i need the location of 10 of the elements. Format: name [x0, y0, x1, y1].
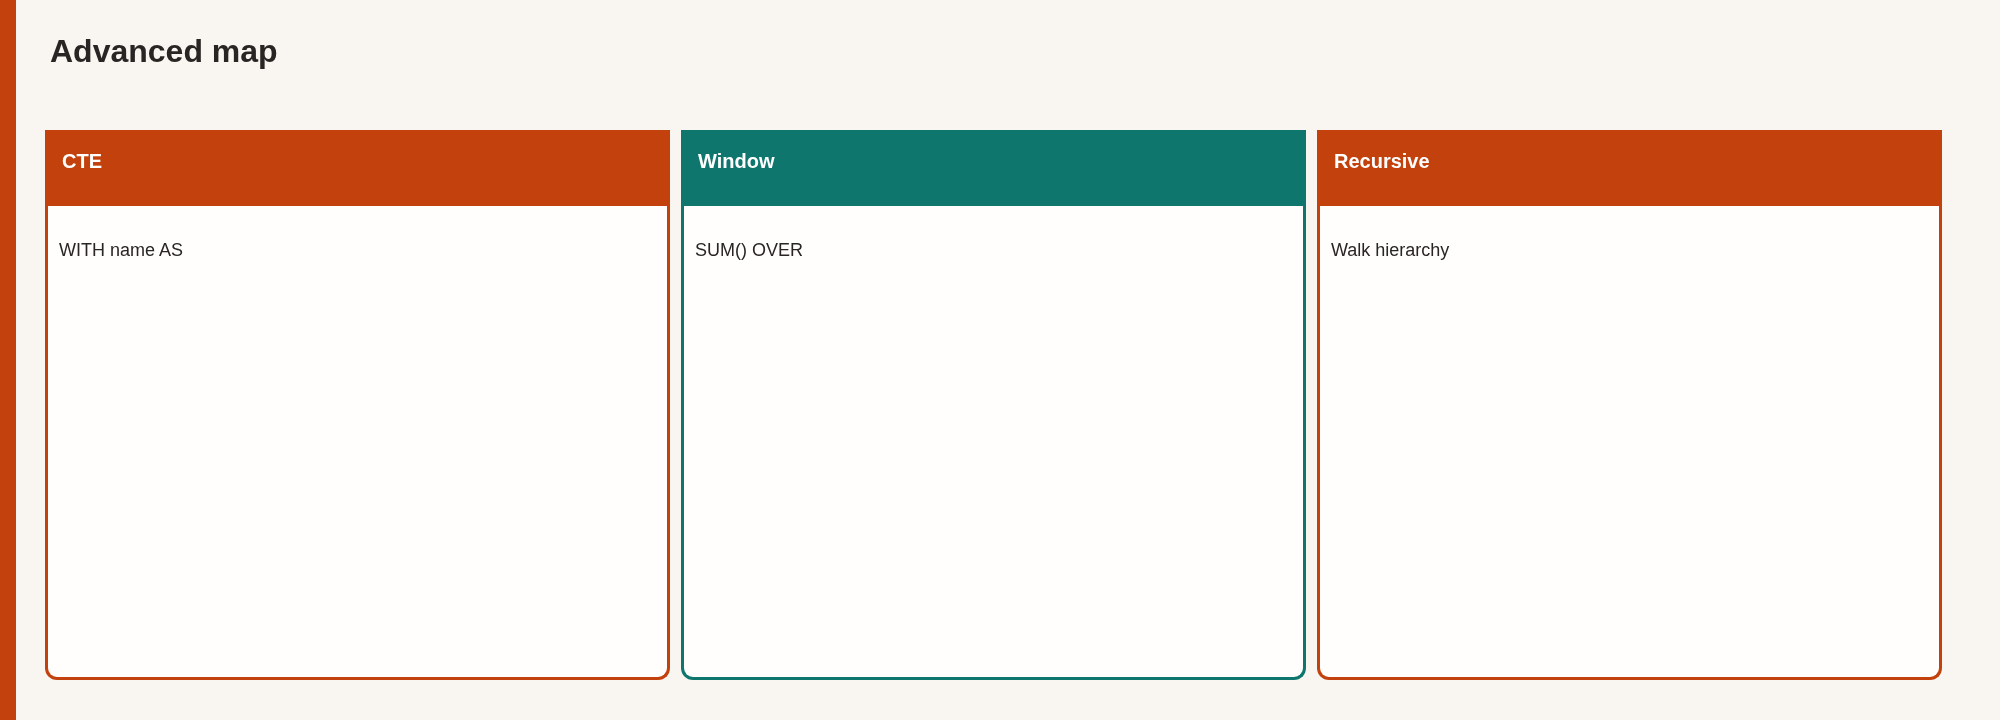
card-panel — [45, 130, 670, 680]
card-header: CTE — [45, 130, 670, 206]
card-header: Window — [681, 130, 1306, 206]
card-text: WITH name AS — [59, 239, 184, 261]
card-text: Walk hierarchy — [1331, 239, 1450, 261]
card-panel — [1317, 130, 1942, 680]
card-text: SUM() OVER — [695, 239, 803, 261]
card-panel — [681, 130, 1306, 680]
card-header: Recursive — [1317, 130, 1942, 206]
title: Advanced map — [50, 33, 278, 70]
